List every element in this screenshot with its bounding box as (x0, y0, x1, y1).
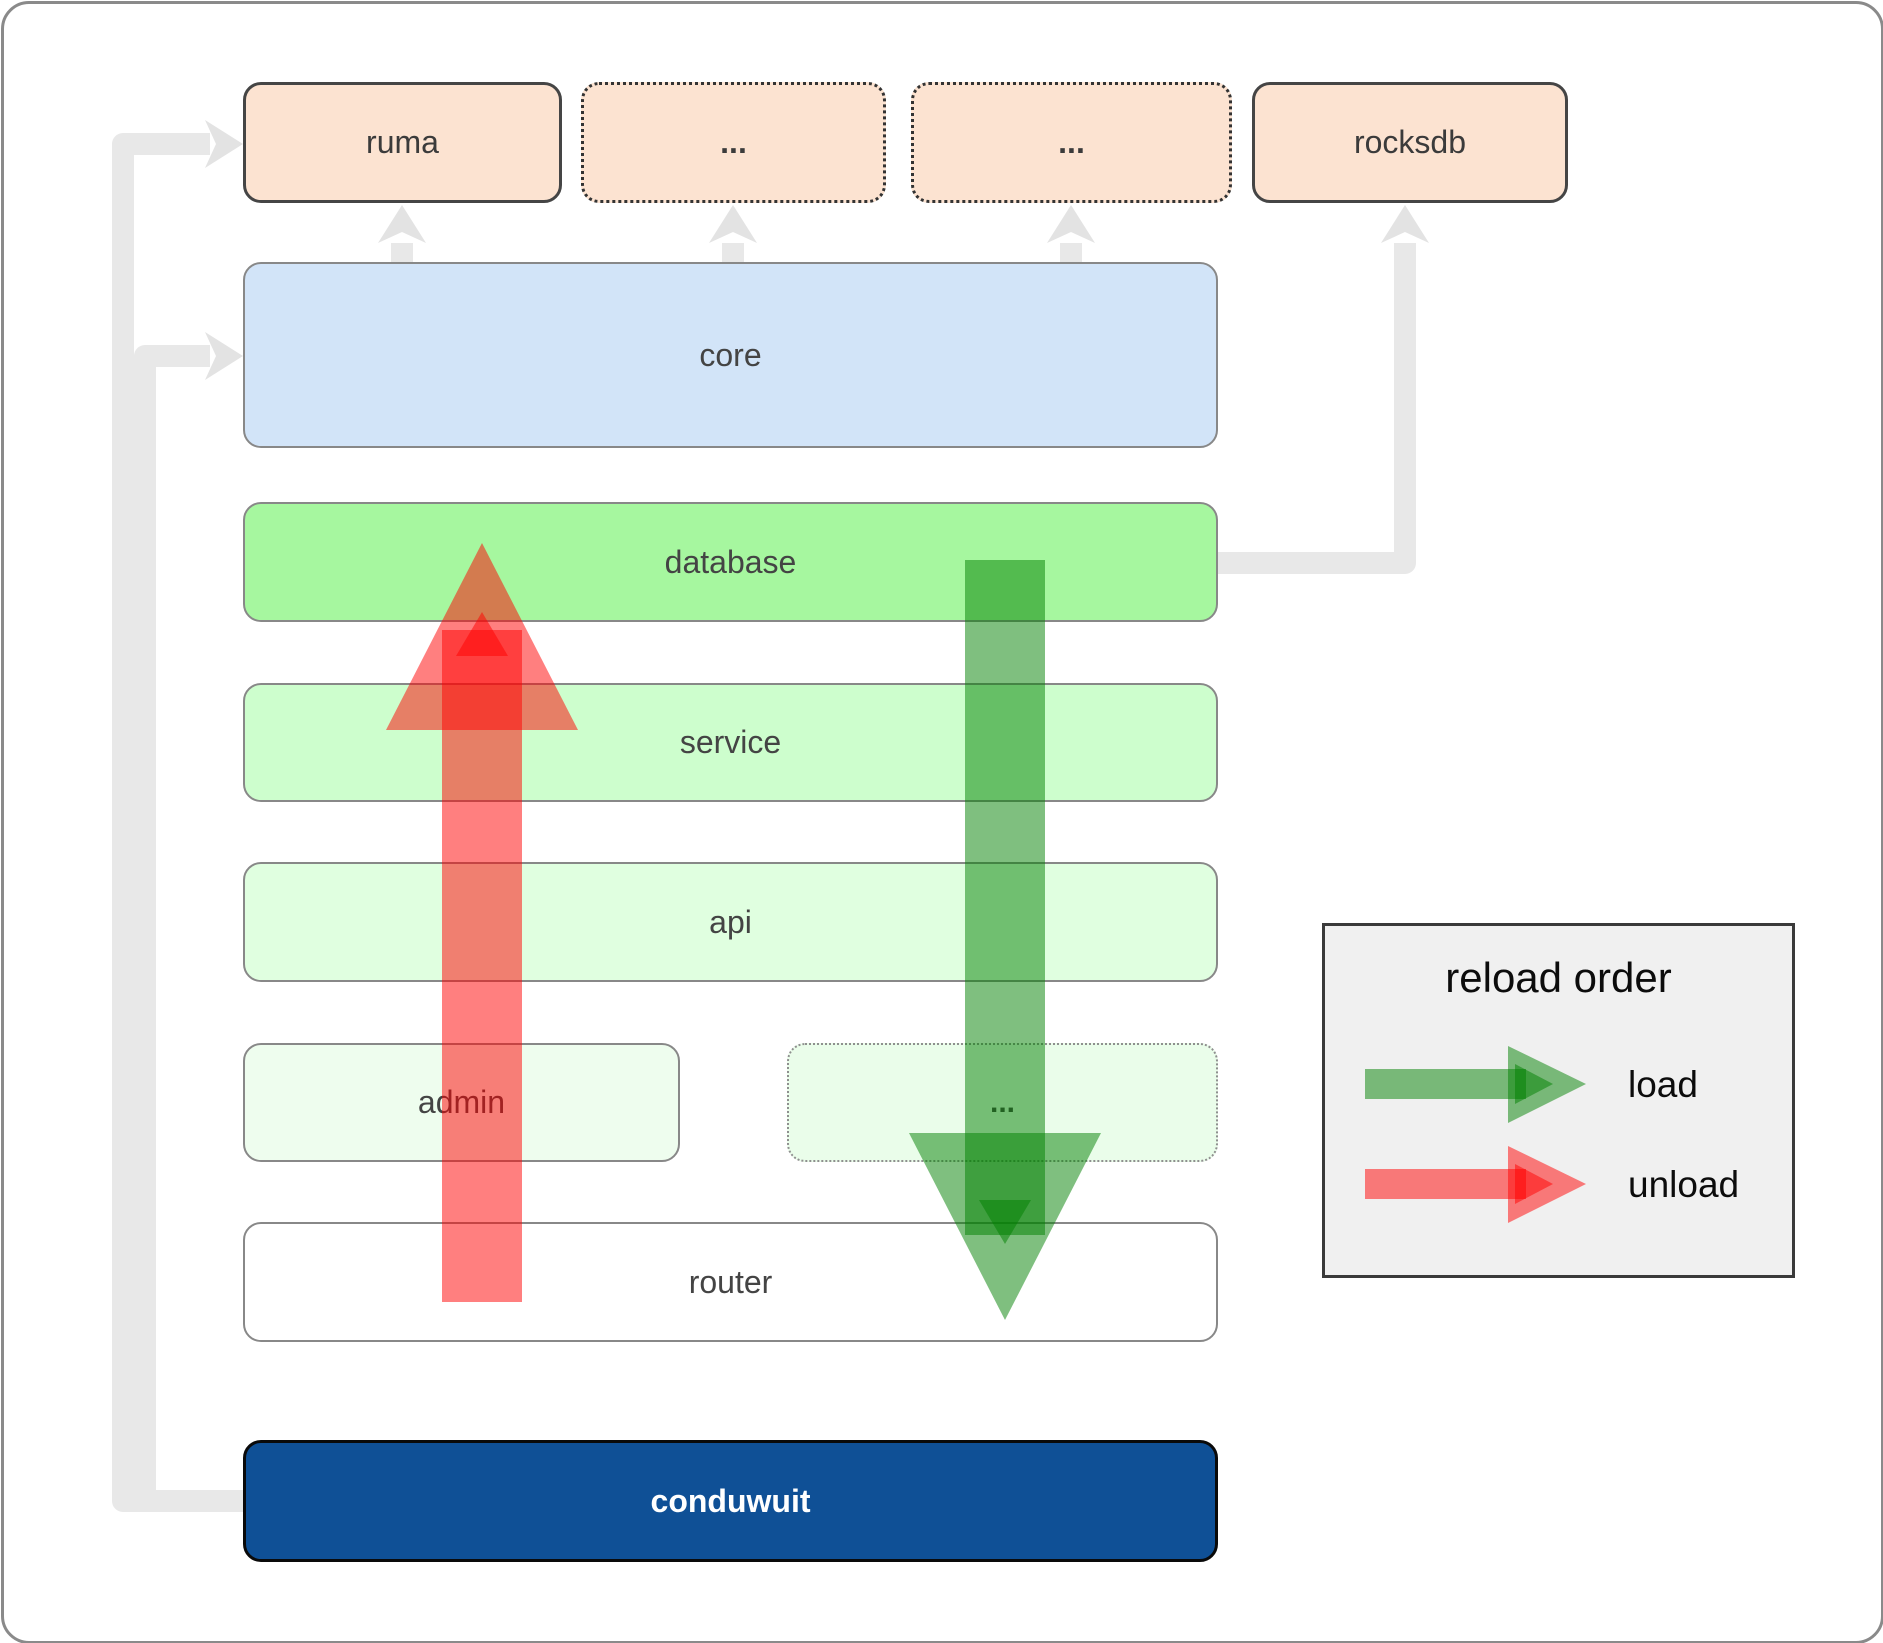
node-admin: admin (243, 1043, 680, 1162)
node-conduwuit: conduwuit (243, 1440, 1218, 1562)
node-dependency-ellipsis-2: ... (911, 82, 1232, 203)
node-ruma: ruma (243, 82, 562, 203)
node-service-ellipsis: ... (787, 1043, 1218, 1162)
legend: reload order load unload (1322, 923, 1795, 1278)
node-dependency-ellipsis-1-label: ... (720, 124, 747, 160)
legend-unload-label: unload (1628, 1164, 1740, 1205)
node-service-ellipsis-label: ... (989, 1085, 1015, 1119)
edge-database-to-rocksdb (1218, 205, 1429, 574)
node-core: core (243, 262, 1218, 448)
arrowhead-up-icon (378, 205, 426, 243)
node-dependency-ellipsis-1: ... (581, 82, 886, 203)
node-api: api (243, 862, 1218, 982)
node-ruma-label: ruma (366, 124, 439, 160)
legend-title: reload order (1445, 954, 1672, 1001)
node-rocksdb: rocksdb (1252, 82, 1568, 203)
node-service: service (243, 683, 1218, 802)
arrowhead-up-icon (1381, 205, 1429, 243)
legend-load-label: load (1628, 1064, 1698, 1105)
arrowhead-right-icon (205, 332, 243, 380)
node-admin-label: admin (417, 1084, 506, 1120)
node-router: router (243, 1222, 1218, 1342)
edge-conduwuit-to-core (134, 332, 243, 1512)
node-database: database (243, 502, 1218, 622)
node-database-label: database (664, 543, 797, 580)
edge-core-to-ruma (378, 205, 426, 262)
node-dependency-ellipsis-2-label: ... (1058, 124, 1085, 160)
node-service-label: service (679, 724, 782, 760)
node-api-label: api (709, 903, 752, 940)
arrowhead-up-icon (1047, 205, 1095, 243)
legend-unload-arrow-icon (1365, 1146, 1586, 1223)
node-router-label: router (688, 1263, 773, 1300)
legend-load-arrow-icon (1365, 1046, 1586, 1123)
node-rocksdb-label: rocksdb (1353, 124, 1467, 160)
edge-core-to-dep1 (709, 205, 757, 262)
arrowhead-right-icon (205, 120, 243, 168)
node-conduwuit-label: conduwuit (650, 1482, 811, 1519)
node-core-label: core (699, 336, 762, 373)
edge-core-to-dep2 (1047, 205, 1095, 262)
arrowhead-up-icon (709, 205, 757, 243)
